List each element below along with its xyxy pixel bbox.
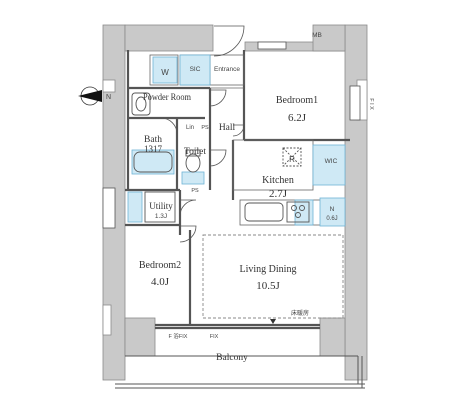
toilet-storage (181, 171, 205, 185)
balcony-railing (115, 355, 365, 389)
interior-walls (125, 50, 350, 330)
north-arrow: N (78, 86, 111, 106)
toilet-name: Toilet (184, 147, 206, 157)
n-closet-size: 0.6J (326, 216, 337, 222)
kitchen-sink (244, 202, 284, 222)
bedroom1-name: Bedroom1 (276, 95, 318, 106)
toilet-bowl (185, 153, 201, 173)
doors (160, 25, 245, 243)
bath-size: 1317 (144, 144, 163, 154)
exterior-walls (102, 24, 368, 381)
utility-size: 1.3J (155, 213, 167, 220)
mb-mark: MB (312, 32, 322, 39)
w-storage (152, 56, 178, 84)
kitchen-size: 2.7J (269, 188, 288, 200)
bedroom1-size: 6.2J (288, 112, 307, 124)
utility-name: Utility (149, 201, 173, 211)
floor-heating-mark: 床暖房 (291, 309, 309, 317)
fix-right-mark: F I X (368, 98, 374, 110)
balcony-name: Balcony (216, 353, 248, 363)
f-fix-mark: F 浴FIX (169, 332, 188, 340)
n-closet-name: N (330, 206, 335, 213)
bedroom2-size: 4.0J (151, 276, 170, 288)
fixtures (131, 92, 310, 223)
floor-heating-area (202, 234, 344, 319)
balcony-arrow-marker (270, 319, 276, 324)
bedroom2-name: Bedroom2 (139, 260, 181, 271)
utility-storage (127, 191, 143, 223)
storage-areas (127, 54, 346, 227)
n-closet (319, 197, 346, 227)
ps-mark-small: PS (201, 125, 209, 131)
kitchen-name: Kitchen (262, 175, 294, 186)
powder-room-name: Powder Room (143, 92, 191, 102)
fix-balcony-mark: FIX (210, 334, 219, 340)
sic-storage (179, 54, 211, 86)
lin-mark: Lin (186, 125, 194, 131)
ps-mark-kitchen: PS (191, 188, 199, 194)
sic-name: SIC (190, 66, 201, 73)
stove (286, 201, 310, 223)
north-label: N (106, 94, 111, 101)
bathtub (133, 151, 173, 173)
living-dining-name: Living Dining (240, 264, 297, 275)
bath-floor (131, 149, 175, 175)
bath-name: Bath (144, 135, 162, 145)
refrigerator-box (282, 147, 302, 167)
windows (102, 41, 361, 229)
w-mark: W (161, 68, 169, 77)
entrance-name: Entrance (214, 66, 240, 73)
washing-machine (144, 191, 176, 223)
washbasin (131, 92, 151, 116)
living-dining-size: 10.5J (256, 280, 280, 292)
r-mark: R (289, 155, 295, 164)
wic-name: WIC (325, 158, 338, 165)
kitchen-fridge (294, 199, 314, 226)
wic-storage (312, 144, 346, 186)
hall-name: Hall (219, 123, 236, 133)
